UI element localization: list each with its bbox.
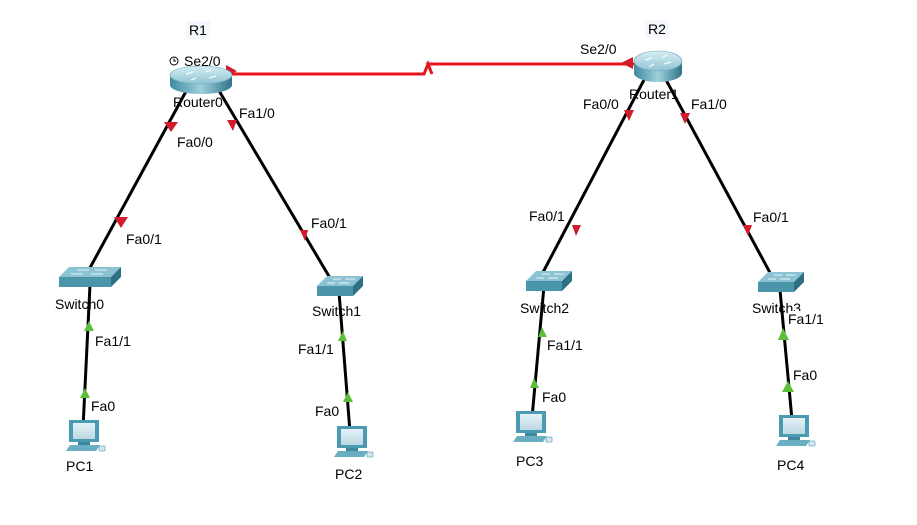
port-label-s0-fa1-1: Fa1/1 [95,333,131,349]
port-up-indicator [84,321,94,331]
port-label-s3-fa0-1: Fa0/1 [753,209,789,225]
port-down-indicator [114,217,128,228]
port-down-indicator [624,110,634,121]
clock-icon [169,56,179,66]
router-router0[interactable] [169,65,233,94]
link-s2-pc3[interactable] [530,285,546,419]
port-down-indicator [300,230,308,241]
port-down-indicator [680,113,690,124]
link-s1-pc2[interactable] [337,291,352,433]
port-label-r0-fa0-0: Fa0/0 [177,134,213,150]
port-label-s2-fa1-1: Fa1/1 [547,337,583,353]
port-label-r1-fa1-0: Fa1/0 [691,96,727,112]
port-up-indicator [782,381,794,392]
switch-switch1[interactable] [317,276,363,296]
switch-switch3[interactable] [758,272,804,292]
port-up-indicator [343,392,353,402]
port-up-indicator [80,388,90,398]
port-label-pc4-fa0: Fa0 [793,367,818,383]
port-up-indicator [778,328,789,340]
port-down-indicator [621,57,633,69]
port-down-indicator [227,120,237,131]
device-label-pc3[interactable]: PC3 [516,453,544,469]
port-label-s3-fa1-1: Fa1/1 [788,311,824,327]
pc-pc3[interactable] [513,411,553,443]
port-down-indicator [164,122,178,132]
port-down-indicator [743,225,752,236]
port-label-s1-fa0-1: Fa0/1 [311,215,347,231]
device-label-pc2[interactable]: PC2 [335,466,363,482]
link-s0-pc1[interactable] [81,284,92,429]
port-label-r0-fa1-0: Fa1/0 [239,105,275,121]
port-label-s0-fa0-1: Fa0/1 [126,231,162,247]
port-down-indicator [572,225,581,236]
router-icon [169,65,233,85]
link-s3-pc4[interactable] [778,289,794,421]
switch-switch0[interactable] [59,267,121,287]
serial-link-r1-r2[interactable] [203,59,650,76]
router-router1[interactable] [633,50,683,82]
hostname-label-r1: R1 [186,21,210,39]
link-r1-s3[interactable] [663,77,777,283]
device-label-switch1[interactable]: Switch1 [312,303,362,319]
port-up-indicator [538,327,547,337]
port-indicators [80,57,794,402]
device-label-router0[interactable]: Router0 [173,94,223,110]
port-label-r1-fa0-0: Fa0/0 [583,96,619,112]
device-label-pc4[interactable]: PC4 [777,457,805,473]
port-label-pc2-fa0: Fa0 [315,403,340,419]
router-icon [633,50,683,72]
port-up-indicator [338,331,347,341]
hostname-label-r2: R2 [645,20,669,38]
port-label-s2-fa0-1: Fa0/1 [529,208,565,224]
device-label-switch0[interactable]: Switch0 [55,296,105,312]
port-label-s1-fa1-1: Fa1/1 [298,341,334,357]
device-label-switch2[interactable]: Switch2 [520,300,570,316]
port-label-pc3-fa0: Fa0 [542,389,567,405]
link-r0-s1[interactable] [213,83,335,284]
device-label-router1[interactable]: Router1 [629,86,679,102]
pc-pc4[interactable] [776,415,816,447]
port-label-r1-se2-0: Se2/0 [580,41,617,57]
link-r0-s0[interactable] [83,83,192,278]
port-label-r0-se2-0: Se2/0 [184,53,221,69]
pc-pc1[interactable] [66,420,106,452]
port-up-indicator [530,378,539,388]
switch-switch2[interactable] [526,271,572,291]
pc-pc2[interactable] [334,426,374,458]
device-label-pc1[interactable]: PC1 [66,458,94,474]
port-label-pc1-fa0: Fa0 [91,398,116,414]
